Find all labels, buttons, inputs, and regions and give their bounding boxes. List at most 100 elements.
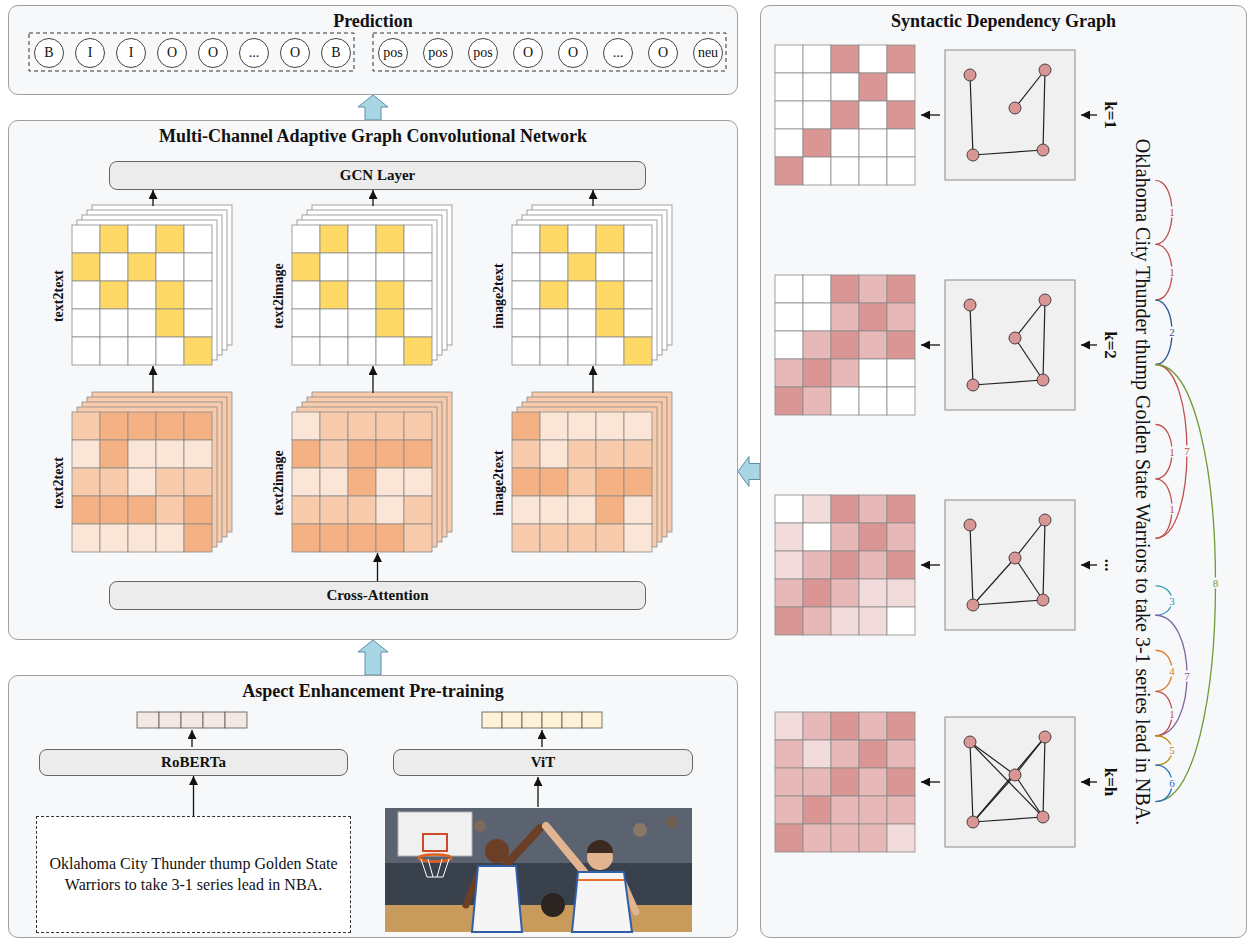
tag-text: pos [383, 46, 402, 60]
photo-crowd-head [474, 820, 486, 832]
matrix-cell [72, 468, 100, 496]
matrix-cell [624, 412, 652, 440]
matrix-cell [184, 440, 212, 468]
matrix-layer [87, 397, 227, 537]
relation-number: 5 [1168, 745, 1176, 756]
matrix-stack: image2text [513, 393, 673, 553]
tag-circle: ... [603, 38, 633, 68]
matrix-cell [292, 524, 320, 552]
matrix-label: text2image [271, 450, 287, 515]
matrix-layer [312, 205, 452, 345]
matrix-cell [624, 225, 652, 253]
matrix-cell [348, 412, 376, 440]
matrix-stack: text2image [293, 393, 453, 553]
feature-cell [159, 712, 181, 728]
matrix-cell [348, 253, 376, 281]
arrow [537, 777, 538, 807]
adjacency-cell [859, 768, 887, 796]
matrix-cell [128, 281, 156, 309]
matrix-cell [568, 281, 596, 309]
matrix-cell [512, 281, 540, 309]
graph-node [967, 379, 979, 391]
matrix-layer [82, 402, 222, 542]
graph-node [1039, 731, 1051, 743]
tag-text: I [129, 46, 134, 60]
graph-edge [1043, 737, 1045, 817]
dependency-arc [1156, 650, 1173, 691]
box-label: RoBERTa [161, 754, 226, 771]
matrix-layer [527, 397, 667, 537]
matrix-cell [292, 309, 320, 337]
matrix-cell [540, 281, 568, 309]
adjacency-cell [887, 157, 915, 185]
matrix-cell [184, 281, 212, 309]
matrix-cell [320, 253, 348, 281]
adjacency-cell [775, 495, 803, 523]
matrix-stack [512, 205, 672, 365]
flow-arrow [592, 190, 593, 206]
matrix-layer [522, 402, 662, 542]
matrix-cell [348, 225, 376, 253]
matrix-cell [128, 524, 156, 552]
matrix-cell [596, 337, 624, 365]
matrix-cell [156, 337, 184, 365]
arrow [921, 564, 940, 565]
flow-arrow [152, 190, 153, 206]
matrix-cell [72, 253, 100, 281]
matrix-cell [128, 468, 156, 496]
adjacency-cell [887, 740, 915, 768]
matrix-label: text2text [51, 270, 67, 322]
matrix-cell [568, 337, 596, 365]
matrix-cell [100, 468, 128, 496]
matrix-cell [624, 281, 652, 309]
matrix-cell [624, 337, 652, 365]
photo-player-back [541, 893, 565, 917]
graph-node [1009, 552, 1021, 564]
tag-text: I [88, 46, 93, 60]
box-label: Cross-Attention [326, 587, 428, 604]
matrix-cell [376, 225, 404, 253]
matrix-cell [624, 496, 652, 524]
adjacency-cell [803, 359, 831, 387]
relation-number: 4 [1168, 665, 1176, 676]
graph-edge [1015, 520, 1045, 558]
relation-number: 1 [1168, 503, 1176, 514]
adjacency-cell [831, 824, 859, 852]
matrix-cell [512, 524, 540, 552]
graph-node [1039, 64, 1051, 76]
dependency-arc [1156, 765, 1173, 801]
graph-node [967, 149, 979, 161]
graph-edge [970, 75, 973, 155]
adjacency-cell [803, 157, 831, 185]
matrix-cell [184, 225, 212, 253]
photo-crowd-head [633, 823, 647, 837]
graph-edge [1015, 775, 1043, 817]
adjacency-cell [831, 495, 859, 523]
matrix-cell [568, 524, 596, 552]
matrix-stack [292, 392, 452, 552]
adjacency-cell [887, 45, 915, 73]
tag-text: pos [428, 46, 447, 60]
photo-crowd-head [666, 816, 678, 828]
block-arrow [358, 95, 388, 120]
matrix-cell [404, 225, 432, 253]
matrix-cell [320, 468, 348, 496]
adjacency-cell [775, 73, 803, 101]
tag-circle: O [280, 38, 310, 68]
tag-circle: pos [468, 38, 498, 68]
graph-box [945, 50, 1075, 180]
adjacency-cell [887, 101, 915, 129]
adjacency-cell [859, 387, 887, 415]
matrix-cell [100, 412, 128, 440]
adjacency-cell [887, 796, 915, 824]
tag-text: pos [473, 46, 492, 60]
tag-text: O [568, 46, 578, 60]
matrix-cell [376, 337, 404, 365]
graph-edge [973, 817, 1043, 822]
graph-node [964, 736, 976, 748]
adjacency-cell [831, 73, 859, 101]
panel: Syntactic Dependency Graph [760, 5, 1247, 938]
matrix-label: text2image [271, 263, 287, 328]
